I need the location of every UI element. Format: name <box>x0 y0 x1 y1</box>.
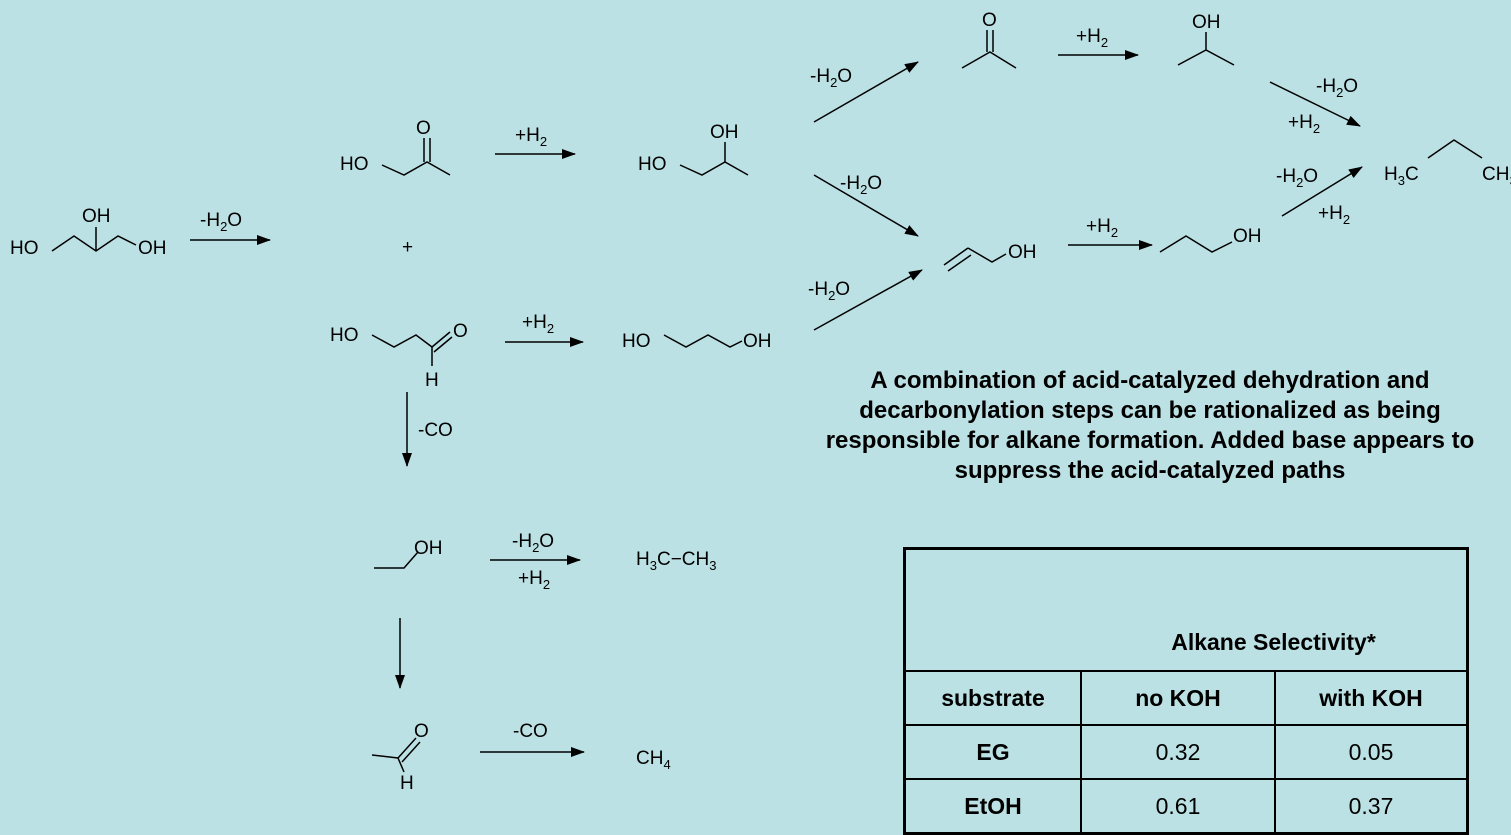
svg-text:-H2O: -H2O <box>512 531 554 555</box>
propane-h3c-label: H3C <box>1384 164 1419 188</box>
acetaldehyde-o-label: O <box>414 721 429 742</box>
arrow-allyl-hydrogenation: +H2 <box>1068 216 1153 250</box>
propanediol-13-ho-label: HO <box>622 331 651 352</box>
propanediol-12-molecule: HO OH <box>638 122 749 176</box>
svg-text:+H2: +H2 <box>522 312 554 336</box>
svg-text:-H2O: -H2O <box>1316 76 1358 100</box>
caption-line-3: responsible for alkane formation. Added … <box>825 427 1475 454</box>
isopropanol-molecule: OH <box>1177 12 1235 66</box>
propane-molecule: H3C CH3 <box>1384 139 1511 188</box>
svg-text:-H2O: -H2O <box>808 279 850 303</box>
plus-sign: + <box>402 237 413 258</box>
svg-text:-CO: -CO <box>418 420 453 441</box>
arrow-acetaldehyde-decarbonylation: -CO <box>480 721 585 757</box>
hydroxyacetone-molecule: HO O <box>340 118 451 176</box>
propane-ch3-label: CH3 <box>1482 164 1511 188</box>
alkane-selectivity-table: Alkane Selectivity* substrate no KOH wit… <box>903 547 1469 835</box>
column-header-with-koh: with KOH <box>1274 670 1469 726</box>
arrow-decarbonylation-1: -CO <box>402 392 453 467</box>
ethane-label: H3C−CH3 <box>636 549 716 573</box>
row-with-koh-value: 0.37 <box>1274 778 1469 835</box>
hydroxyacetone-ho-label: HO <box>340 154 369 175</box>
propanol-molecule: OH <box>1159 226 1262 253</box>
allyl-alcohol-oh-label: OH <box>1008 242 1037 263</box>
acetaldehyde-h-label: H <box>400 773 414 789</box>
hydroxypropanal-o-label: O <box>453 321 468 342</box>
hydroxyacetone-o-label: O <box>416 118 431 139</box>
hydroxypropanal-h-label: H <box>425 370 439 391</box>
svg-text:+H2: +H2 <box>515 125 547 149</box>
propanediol-13-oh-label: OH <box>743 331 772 352</box>
row-with-koh-value: 0.05 <box>1274 724 1469 780</box>
table-group-header: Alkane Selectivity* <box>1081 547 1469 672</box>
caption-line-1: A combination of acid-catalyzed dehydrat… <box>870 367 1430 394</box>
table-header-row: substrate no KOH with KOH <box>903 670 1469 726</box>
methane-label: CH4 <box>636 748 671 772</box>
table-row: EG 0.32 0.05 <box>903 724 1469 780</box>
caption-line-4: suppress the acid-catalyzed paths <box>954 457 1346 484</box>
arrow-isopropanol-to-propane: -H2O +H2 <box>1269 76 1361 136</box>
row-substrate: EG <box>903 724 1082 780</box>
arrow-acetone-hydrogenation: +H2 <box>1058 26 1139 60</box>
explanation-caption: A combination of acid-catalyzed dehydrat… <box>700 366 1511 486</box>
svg-text:-CO: -CO <box>513 721 548 742</box>
arrow-13-diol-to-allyl-alcohol: -H2O <box>808 269 923 331</box>
glycerol-oh-top-label: OH <box>82 206 111 227</box>
ethanol-oh-label: OH <box>414 538 443 559</box>
column-header-no-koh: no KOH <box>1080 670 1276 726</box>
isopropanol-oh-label: OH <box>1192 12 1221 33</box>
svg-text:+H2: +H2 <box>1076 26 1108 50</box>
hydroxypropanal-molecule: HO O H <box>330 321 468 391</box>
glycerol-oh-right-label: OH <box>138 238 167 259</box>
arrow-diol-to-allyl-alcohol: -H2O <box>813 173 919 237</box>
arrow-propanol-to-propane: -H2O +H2 <box>1276 166 1363 227</box>
row-no-koh-value: 0.32 <box>1080 724 1276 780</box>
arrow-ethanol-to-ethane: -H2O +H2 <box>490 531 581 592</box>
svg-text:+H2: +H2 <box>518 568 550 592</box>
propanediol-13-molecule: HO OH <box>622 331 772 352</box>
allyl-alcohol-molecule: OH <box>943 242 1037 272</box>
column-header-substrate: substrate <box>903 670 1082 726</box>
svg-text:-H2O: -H2O <box>810 66 852 90</box>
caption-line-2: decarbonylation steps can be rationalize… <box>859 397 1441 424</box>
glycerol-molecule: HO OH OH <box>10 206 167 259</box>
arrow-glycerol-dehydration: -H2O <box>190 210 271 245</box>
propanol-oh-label: OH <box>1233 226 1262 247</box>
svg-text:+H2: +H2 <box>1318 203 1350 227</box>
svg-text:-H2O: -H2O <box>200 210 242 234</box>
glycerol-ho-label: HO <box>10 238 39 259</box>
propanediol-12-oh-label: OH <box>710 122 739 143</box>
arrow-hydroxyacetone-hydrogenation: +H2 <box>495 125 576 159</box>
acetone-o-label: O <box>982 10 997 31</box>
arrow-hydroxypropanal-hydrogenation: +H2 <box>505 312 584 347</box>
propanediol-12-ho-label: HO <box>638 154 667 175</box>
svg-text:-H2O: -H2O <box>1276 166 1318 190</box>
svg-text:-H2O: -H2O <box>840 173 882 197</box>
ethanol-molecule: OH <box>374 538 443 569</box>
acetone-molecule: O <box>961 10 1017 69</box>
row-no-koh-value: 0.61 <box>1080 778 1276 835</box>
row-substrate: EtOH <box>903 778 1082 835</box>
hydroxypropanal-ho-label: HO <box>330 325 359 346</box>
acetaldehyde-molecule: O H <box>371 721 429 789</box>
reaction-scheme: HO OH OH -H2O HO O + +H2 HO OH HO O H +H… <box>10 10 1511 789</box>
svg-text:+H2: +H2 <box>1288 112 1320 136</box>
arrow-diol-to-acetone: -H2O <box>810 61 919 123</box>
svg-text:+H2: +H2 <box>1086 216 1118 240</box>
table-row: EtOH 0.61 0.37 <box>903 778 1469 835</box>
